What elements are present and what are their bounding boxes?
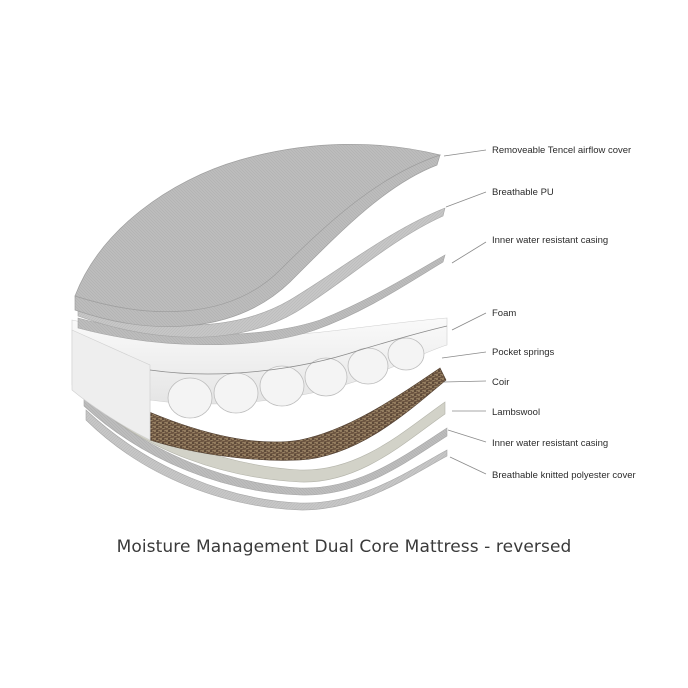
leader-line-9 (449, 456, 487, 475)
leader-line-4 (451, 312, 487, 331)
label-inner-casing-top: Inner water resistant casing (492, 235, 608, 246)
label-inner-casing-bottom: Inner water resistant casing (492, 438, 608, 449)
label-foam: Foam (492, 308, 516, 319)
label-knitted-cover: Breathable knitted polyester cover (492, 470, 636, 481)
label-tencel-cover: Removeable Tencel airflow cover (492, 145, 631, 156)
pocket-springs (167, 337, 425, 419)
leader-line-5 (441, 351, 487, 359)
label-coir: Coir (492, 377, 509, 388)
label-breathable-pu: Breathable PU (492, 187, 554, 198)
leader-line-3 (451, 241, 487, 264)
leader-line-6 (443, 380, 487, 383)
coir-layer (139, 367, 447, 461)
diagram-caption: Moisture Management Dual Core Mattress -… (116, 537, 572, 557)
leader-line-1 (443, 149, 487, 157)
leader-line-2 (445, 191, 487, 208)
layer-labels: Removeable Tencel airflow cover Breathab… (492, 145, 636, 481)
breathable-pu-layer (77, 207, 446, 338)
label-pocket-springs: Pocket springs (492, 347, 555, 358)
leader-line-8 (447, 429, 487, 443)
label-lambswool: Lambswool (492, 407, 540, 418)
tencel-cover-layer (74, 143, 442, 327)
bottom-knitted-cover-layer (85, 409, 448, 511)
foam-spring-block (71, 317, 448, 441)
bottom-inner-casing-layer (83, 395, 448, 496)
top-inner-casing-layer (77, 254, 446, 346)
leader-lines (441, 149, 487, 475)
